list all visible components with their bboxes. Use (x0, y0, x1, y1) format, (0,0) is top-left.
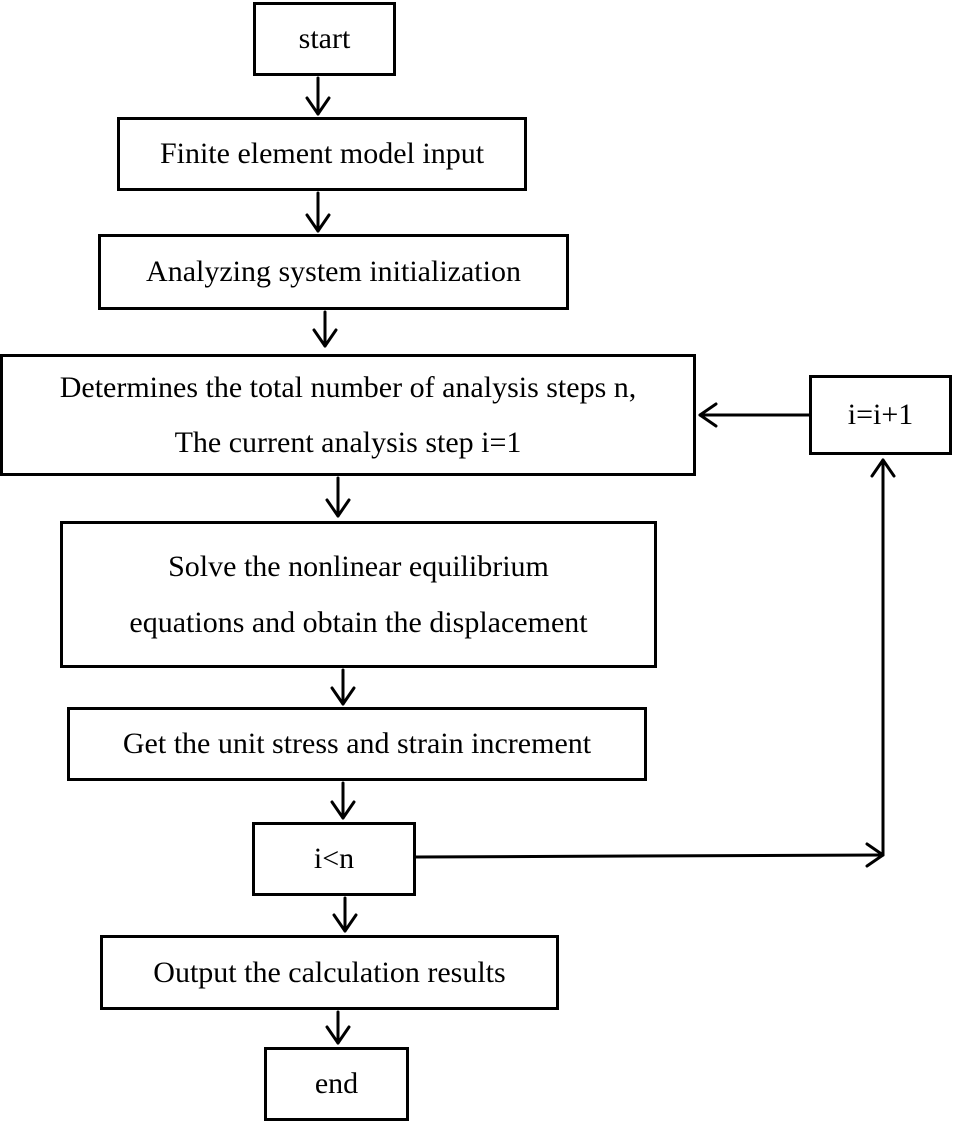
condition-label: i<n (313, 842, 355, 876)
solve-equations-line-2: equations and obtain the displacement (129, 605, 588, 639)
stress-strain-node: Get the unit stress and strain increment (67, 707, 647, 781)
start-node: start (253, 2, 396, 76)
arrow-solve-to-stress-arrowhead (330, 686, 356, 706)
arrow-output-to-end-arrowhead (325, 1025, 351, 1045)
arrow-condition-to-loop-line (414, 853, 885, 859)
arrow-model-input-to-init-arrowhead (305, 213, 331, 233)
stress-strain-label: Get the unit stress and strain increment (122, 727, 592, 761)
end-label: end (314, 1067, 359, 1101)
output-label: Output the calculation results (153, 955, 506, 989)
model-input-label: Finite element model input (159, 137, 485, 171)
arrow-start-to-model-input-arrowhead (305, 96, 331, 116)
arrow-increment-to-determine-arrowhead (698, 402, 718, 428)
output-node: Output the calculation results (100, 935, 559, 1010)
model-input-node: Finite element model input (117, 117, 527, 191)
arrow-loop-to-increment-arrowhead (870, 458, 896, 478)
arrow-condition-to-output-arrowhead (332, 913, 358, 933)
determine-steps-node: Determines the total number of analysis … (0, 354, 696, 476)
condition-node: i<n (252, 822, 416, 896)
solve-equations-line-1: Solve the nonlinear equilibrium (168, 550, 549, 583)
initialization-node: Analyzing system initialization (98, 234, 569, 310)
arrow-init-to-determine-arrowhead (312, 328, 338, 348)
arrow-stress-to-condition-arrowhead (330, 800, 356, 820)
determine-steps-line-2: The current analysis step i=1 (174, 426, 522, 459)
start-label: start (298, 22, 351, 56)
initialization-label: Analyzing system initialization (146, 255, 521, 289)
end-node: end (264, 1047, 409, 1121)
increment-label: i=i+1 (847, 398, 914, 432)
solve-equations-node: Solve the nonlinear equilibrium equation… (60, 521, 657, 668)
determine-steps-line-1: Determines the total number of analysis … (59, 370, 637, 404)
arrow-determine-to-solve-arrowhead (325, 498, 351, 518)
increment-node: i=i+1 (809, 375, 952, 455)
